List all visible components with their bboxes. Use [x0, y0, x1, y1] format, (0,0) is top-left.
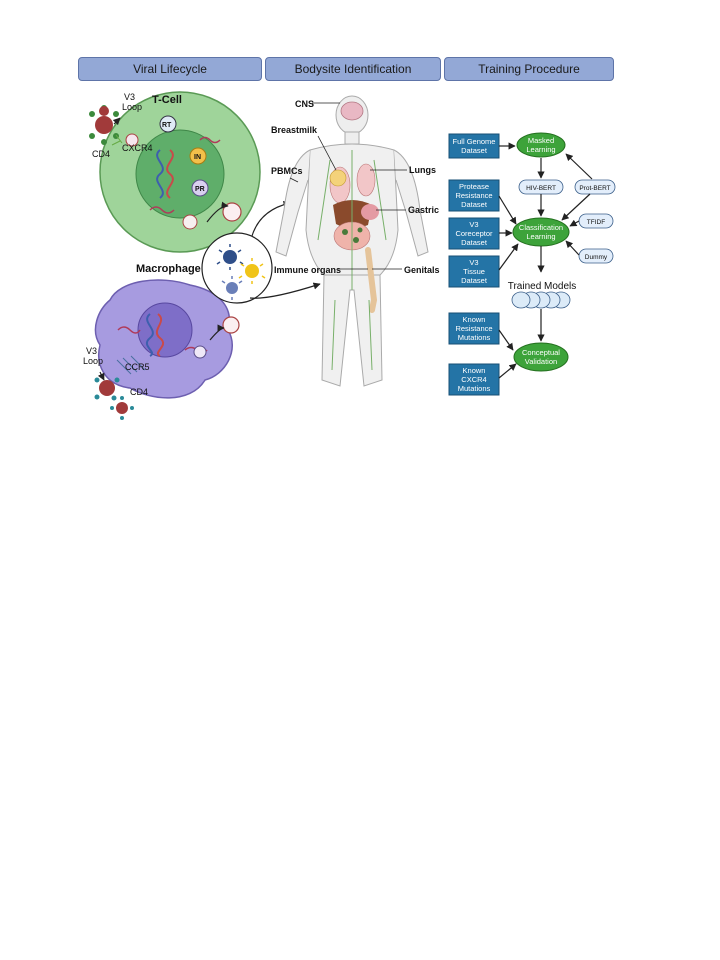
hiv-bert-text: HIV-BERT	[526, 185, 556, 192]
v3-coreceptor-text-1: V3	[469, 220, 478, 229]
conceptual-validation-node: Conceptual Validation	[513, 342, 569, 372]
genitals-label: Genitals	[404, 265, 440, 275]
protease-dataset-box: Protease Resistance Dataset	[448, 179, 500, 212]
hiv-virion-icon	[89, 105, 123, 146]
header-bodysite-identification: Bodysite Identification	[265, 57, 441, 81]
hiv-bert-pill: HIV-BERT	[518, 179, 564, 195]
full-genome-dataset-box: Full Genome Dataset	[448, 133, 500, 159]
known-resistance-text-2: Resistance	[455, 324, 492, 333]
v3-loop-label-macrophage-2: Loop	[83, 356, 103, 366]
protease-text-3: Dataset	[461, 200, 488, 209]
cd4-label: CD4	[92, 149, 110, 159]
prot-bert-text: Prot-BERT	[579, 185, 610, 192]
protease-text-1: Protease	[459, 182, 489, 191]
trained-models-stack	[511, 291, 571, 309]
pr-label: PR	[195, 186, 205, 193]
known-resistance-text-1: Known	[463, 315, 486, 324]
rt-label: RT	[162, 122, 172, 129]
classification-text-1: Classification	[519, 223, 563, 232]
v3-loop-label-macrophage: V3	[86, 346, 97, 356]
v3-coreceptor-dataset-box: V3 Coreceptor Dataset	[448, 217, 500, 250]
training-arrows	[498, 142, 593, 379]
classification-learning-node: Classification Learning	[512, 217, 570, 247]
gastric-label: Gastric	[408, 205, 439, 215]
v3-tissue-text-2: Tissue	[463, 267, 485, 276]
known-resistance-text-3: Mutations	[458, 333, 491, 342]
human-body-figure	[275, 95, 429, 387]
v3-tissue-text-3: Dataset	[461, 276, 488, 285]
cxcr4-label: CXCR4	[122, 143, 153, 153]
header-training-procedure: Training Procedure	[444, 57, 614, 81]
immune-organs-label: Immune organs	[274, 265, 341, 275]
cd4-label-macrophage: CD4	[130, 387, 148, 397]
v3-tissue-text-1: V3	[469, 258, 478, 267]
full-genome-text-2: Dataset	[461, 146, 488, 155]
virus-types-circle	[201, 200, 321, 304]
tfidf-text: TFIDF	[587, 219, 605, 226]
v3-loop-label-2: Loop	[122, 102, 142, 112]
trained-models-label: Trained Models	[508, 281, 577, 292]
conceptual-text-1: Conceptual	[522, 348, 560, 357]
known-cxcr4-text-1: Known	[463, 366, 486, 375]
known-cxcr4-text-2: CXCR4	[461, 375, 486, 384]
v3-coreceptor-text-3: Dataset	[461, 238, 488, 247]
known-cxcr4-box: Known CXCR4 Mutations	[448, 363, 500, 396]
known-resistance-box: Known Resistance Mutations	[448, 312, 500, 345]
hiv-virion-icon-macrophage	[94, 371, 134, 420]
ccr5-label: CCR5	[125, 362, 150, 372]
macrophage-diagram	[94, 279, 240, 399]
masked-learning-node: Masked Learning	[516, 132, 566, 158]
known-cxcr4-text-3: Mutations	[458, 384, 491, 393]
in-label: IN	[194, 154, 201, 161]
protease-text-2: Resistance	[455, 191, 492, 200]
header-viral-lifecycle: Viral Lifecycle	[78, 57, 262, 81]
breastmilk-label: Breastmilk	[271, 125, 318, 135]
tfidf-pill: TFIDF	[578, 213, 614, 229]
prot-bert-pill: Prot-BERT	[574, 179, 616, 195]
lungs-label: Lungs	[409, 165, 436, 175]
tcell-diagram	[99, 91, 261, 253]
classification-text-2: Learning	[526, 232, 555, 241]
macrophage-label: Macrophage	[136, 263, 201, 275]
masked-text-2: Learning	[526, 145, 555, 154]
v3-tissue-dataset-box: V3 Tissue Dataset	[448, 255, 500, 288]
cns-label: CNS	[295, 99, 314, 109]
dummy-pill: Dummy	[578, 248, 614, 264]
dummy-text: Dummy	[585, 254, 608, 261]
conceptual-text-2: Validation	[525, 357, 557, 366]
v3-loop-label: V3	[124, 92, 135, 102]
masked-text-1: Masked	[528, 136, 554, 145]
pbmcs-label: PBMCs	[271, 166, 303, 176]
v3-coreceptor-text-2: Coreceptor	[455, 229, 493, 238]
full-genome-text-1: Full Genome	[453, 137, 496, 146]
tcell-label: T-Cell	[152, 94, 182, 106]
